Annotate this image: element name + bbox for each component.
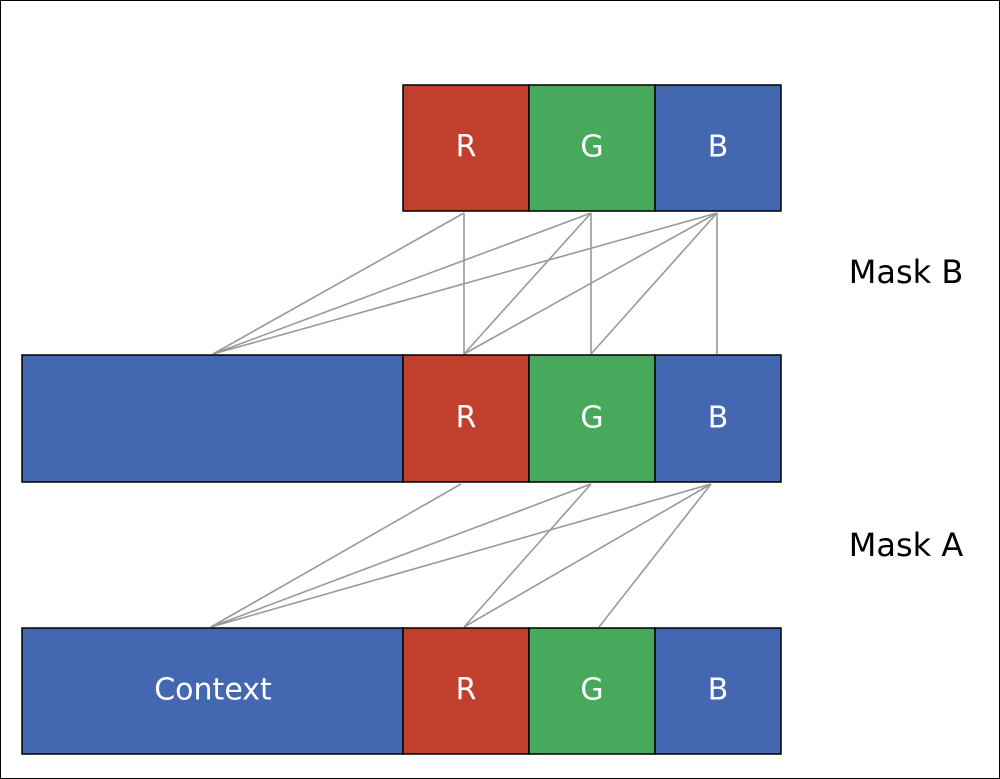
- top-g-cell: [528, 84, 656, 212]
- top-r-cell: [402, 84, 530, 212]
- bottom-r-label: R: [456, 673, 477, 708]
- conn-r-top-to-context: [212, 212, 465, 355]
- conn-b-top-to-g-mid: [590, 212, 718, 355]
- bottom-g-cell: [528, 627, 656, 755]
- conn-r-mid-to-context: [210, 483, 462, 628]
- middle-context-cell: [21, 354, 404, 483]
- conn-b-mid-to-r-bot: [463, 483, 712, 628]
- conn-b-mid-to-g-bot: [598, 483, 712, 628]
- middle-b-cell: [654, 354, 782, 483]
- conn-g-top-to-r-mid: [463, 212, 592, 355]
- conn-g-top-to-context: [212, 212, 592, 355]
- middle-g-label: G: [580, 401, 603, 436]
- middle-g-cell: [528, 354, 656, 483]
- mask-a-label: Mask A: [849, 526, 964, 564]
- bottom-b-label: B: [708, 673, 729, 708]
- row-bottom: Context R G B: [21, 627, 782, 755]
- top-b-label: B: [708, 130, 729, 165]
- mask-b-connections: [212, 212, 718, 355]
- conn-b-mid-to-context: [210, 483, 712, 628]
- conn-g-mid-to-context: [210, 483, 592, 628]
- mask-b-label: Mask B: [849, 253, 964, 291]
- bottom-b-cell: [654, 627, 782, 755]
- top-b-cell: [654, 84, 782, 212]
- mask-a-connections: [210, 483, 712, 628]
- row-top: R G B: [402, 84, 782, 212]
- conn-g-mid-to-r-bot: [463, 483, 592, 628]
- conn-b-top-to-context: [212, 212, 718, 355]
- middle-r-cell: [402, 354, 530, 483]
- bottom-context-label: Context: [154, 673, 272, 708]
- bottom-g-label: G: [580, 673, 603, 708]
- middle-b-label: B: [708, 401, 729, 436]
- row-middle: R G B: [21, 354, 782, 483]
- middle-r-label: R: [456, 401, 477, 436]
- top-r-label: R: [456, 130, 477, 165]
- bottom-context-cell: [21, 627, 404, 755]
- top-g-label: G: [580, 130, 603, 165]
